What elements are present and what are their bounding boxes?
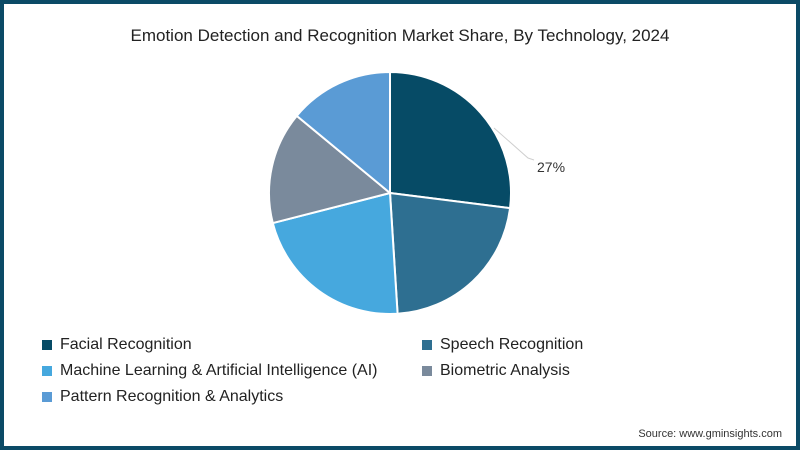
legend-item-pattern-recognition: Pattern Recognition & Analytics [42,388,283,406]
source-note: Source: www.gminsights.com [638,428,782,440]
legend-swatch-icon [422,366,432,376]
legend-swatch-icon [42,392,52,402]
callout-line [493,127,535,161]
legend-label: Biometric Analysis [440,362,570,379]
pie-slice-speech-recognition [388,191,512,315]
legend-swatch-icon [42,366,52,376]
chart-title: Emotion Detection and Recognition Market… [130,26,670,45]
legend-item-facial-recognition: Facial Recognition [42,336,192,354]
legend-item-machine-learning-ai: Machine Learning & Artificial Intelligen… [42,362,378,380]
legend-label: Speech Recognition [440,336,584,353]
pie-chart: 27% [268,70,565,315]
legend-item-biometric-analysis: Biometric Analysis [422,362,570,380]
legend-label: Facial Recognition [60,336,192,353]
chart-frame: Emotion Detection and Recognition Market… [4,4,796,446]
callout-label: 27% [537,159,565,175]
legend-swatch-icon [42,340,52,350]
pie-slice-biometric-analysis [268,114,393,225]
legend-label: Machine Learning & Artificial Intelligen… [60,362,378,379]
legend-swatch-icon [422,340,432,350]
legend-item-speech-recognition: Speech Recognition [422,336,583,354]
pie-slice-pattern-recognition-analytics [295,70,391,196]
pie-slice-machine-learning-artificial-intelligence-ai [271,191,399,315]
legend-label: Pattern Recognition & Analytics [60,388,284,405]
pie-slice-facial-recognition [389,70,512,210]
